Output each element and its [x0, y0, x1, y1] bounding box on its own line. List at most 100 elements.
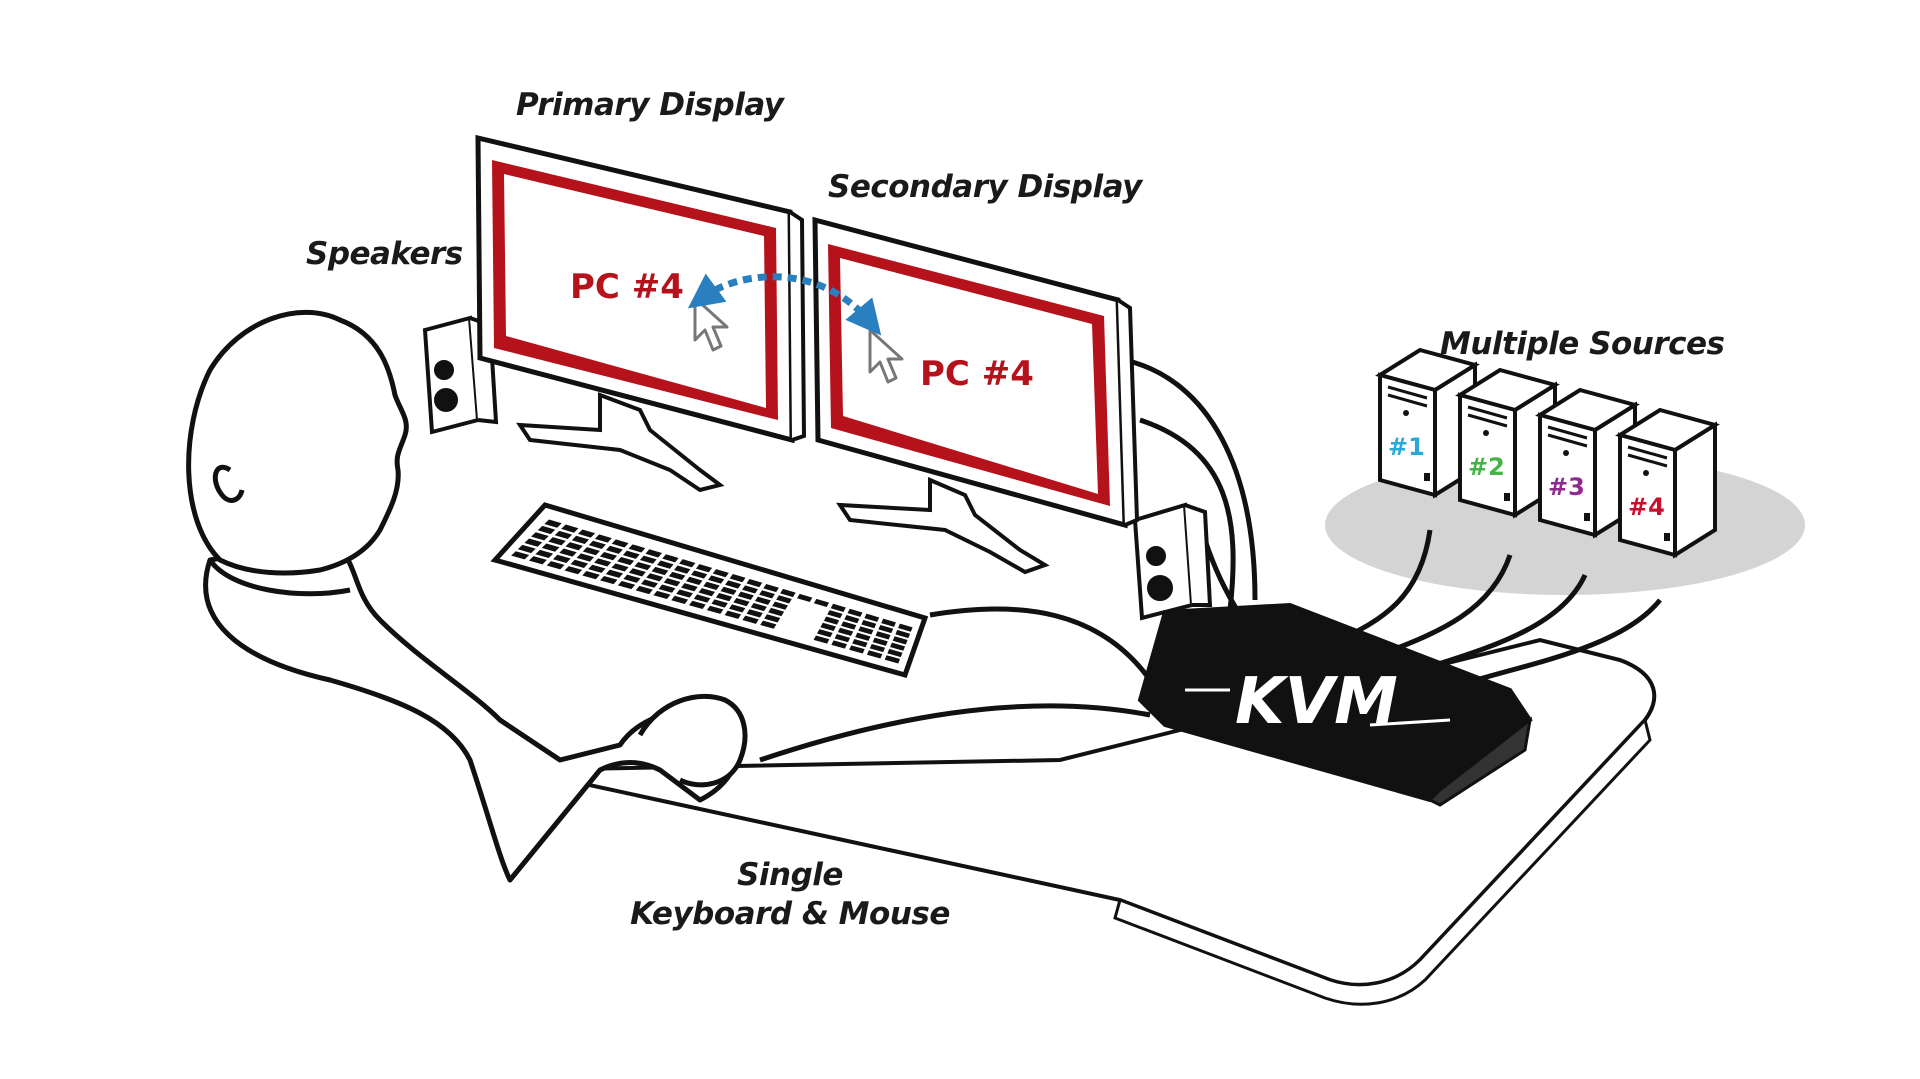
tower-drive-bay [1627, 445, 1668, 468]
keyboard-key [759, 590, 775, 599]
kvm-switch: KVM [1137, 602, 1533, 807]
keyboard-label-line1: Single [737, 857, 843, 893]
keyboard-key [646, 573, 664, 582]
keyboard-key [706, 605, 724, 614]
keyboard-key [852, 639, 868, 648]
keyboard-key [720, 586, 737, 595]
keyboard-key [676, 589, 693, 598]
keyboard-key [535, 549, 554, 559]
keyboard-key [663, 578, 681, 587]
keyboard-key [668, 571, 686, 581]
keyboard-key [679, 559, 696, 568]
keyboard-key [892, 636, 908, 645]
tower-drive-bay [1387, 385, 1428, 408]
secondary-screen-label: PC #4 [920, 354, 1034, 394]
keyboard-key [780, 588, 796, 598]
keyboard-key [823, 616, 840, 625]
keyboard-key [693, 594, 711, 603]
keyboard-key [651, 566, 669, 576]
secondary-monitor-stand [836, 476, 1050, 575]
keyboard-key [764, 614, 781, 623]
keyboard-key [750, 602, 767, 612]
keyboard-key [611, 539, 629, 548]
keyboard-key [691, 570, 708, 579]
keyboard-key [869, 643, 886, 653]
keyboard-key [884, 655, 901, 664]
keyboard-key [537, 525, 556, 535]
keyboard-key [866, 650, 883, 659]
primary-display-label: Primary Display [516, 87, 784, 123]
keyboard-key [653, 590, 671, 600]
keyboard-key [746, 609, 763, 618]
kvm-label: KVM [1235, 665, 1398, 739]
keyboard-key [571, 535, 590, 544]
keyboard-key [855, 632, 871, 641]
keyboard-key [565, 542, 583, 551]
keyboard-key [768, 607, 785, 617]
keyboard-key [561, 524, 579, 533]
keyboard-key [729, 574, 746, 583]
keyboard-key [712, 569, 729, 578]
keyboard-key [695, 564, 713, 573]
keyboard-key [708, 575, 725, 584]
keyboard-key [662, 554, 679, 563]
keyboard-key [728, 604, 746, 613]
keyboard-key [594, 534, 612, 543]
keyboard-key [898, 623, 913, 632]
keyboard-key [617, 556, 635, 566]
keyboard-key [872, 637, 888, 646]
keyboard-key [611, 563, 629, 572]
tower-power-button [1643, 470, 1649, 476]
tower-power-button [1403, 410, 1409, 416]
keyboard-key [887, 648, 903, 658]
keyboard-key [796, 593, 813, 603]
tower-port [1424, 473, 1430, 481]
keyboard-key [681, 583, 698, 592]
keyboard-key [582, 571, 600, 580]
keyboard-key [881, 618, 896, 627]
keyboard-key [847, 608, 863, 617]
keyboard-mouse-label: Single Keyboard & Mouse [600, 856, 980, 934]
keyboard-key [541, 543, 560, 552]
keyboard-key [816, 629, 833, 638]
keyboard-key [725, 580, 742, 589]
keyboard-key [511, 551, 530, 560]
keyboard-key [582, 547, 600, 556]
tower-port [1664, 533, 1670, 541]
tower-power-button [1483, 430, 1489, 436]
keyboard-key [858, 626, 874, 635]
keyboard-key [622, 550, 640, 559]
keyboard-key [617, 580, 636, 590]
keyboard-key [645, 549, 662, 558]
keyboard-key [689, 600, 706, 609]
keyboard-key [658, 584, 676, 593]
keyboard-key [830, 603, 846, 612]
keyboard-key [844, 615, 860, 624]
keyboard-key [623, 574, 641, 583]
keyboard-key [711, 599, 728, 608]
primary-monitor-stand [516, 392, 725, 493]
secondary-display-label: Secondary Display [828, 169, 1142, 205]
keyboard-key [570, 559, 589, 568]
keyboard-key [578, 529, 596, 538]
keyboard-key [588, 564, 606, 573]
keyboard-key [698, 588, 715, 597]
peripheral-cables [759, 357, 1258, 763]
multiple-sources-label: Multiple Sources [1440, 326, 1725, 362]
tower-label: #1 [1388, 433, 1425, 461]
keyboard-key [776, 595, 792, 604]
keyboard-key [671, 595, 689, 605]
keyboard-key [524, 538, 543, 547]
keyboard-key [834, 634, 851, 643]
keyboard-key [733, 597, 750, 607]
keyboard-key [552, 554, 571, 563]
source-tower: #4 [1615, 407, 1720, 559]
keyboard-key [763, 583, 779, 593]
keyboard-key [837, 627, 854, 636]
keyboard-key [548, 537, 566, 546]
keyboard-key [628, 544, 646, 553]
keyboard-key [737, 591, 754, 600]
keyboard-key [746, 578, 763, 588]
keyboard-key [531, 532, 549, 541]
